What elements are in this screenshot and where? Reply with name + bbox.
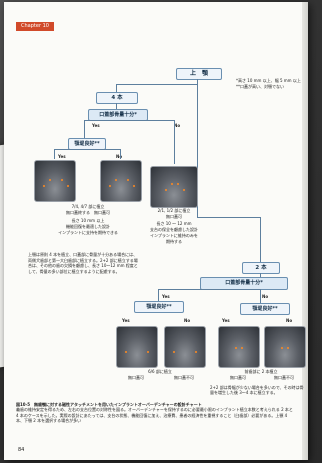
label-b-line: 長さ 10 ～ 12 mm <box>156 221 192 226</box>
count-2-node: 2 本 <box>242 262 280 274</box>
count-4-node: 4 本 <box>96 92 138 104</box>
figure-caption: 図10-5 無歯顎に対する磁性アタッチメントを用いたインプラントオーバーデンチャ… <box>16 402 294 424</box>
ridge-question-node-r1: 顎堤良好** <box>134 301 184 313</box>
label-a-line: インプラントに支持を期待できる <box>58 230 118 235</box>
connector <box>116 84 198 85</box>
yes-label: Yes <box>92 123 100 128</box>
connector <box>84 120 85 138</box>
no-label: No <box>286 318 293 323</box>
label-b-line: 支台の保全を顧慮した設計 <box>150 227 198 232</box>
xray-image-a1 <box>34 160 76 202</box>
label-d-title: 前歯部に 2 本植立 <box>244 369 278 374</box>
yes-label: Yes <box>162 294 170 299</box>
xray-image-a2 <box>100 160 142 202</box>
label-d-right: 無口蓋不可 <box>274 375 294 380</box>
connector <box>197 217 260 218</box>
connector <box>174 120 175 164</box>
body-paragraph: 上顎は原則 4 本を植立、口蓋部に骨量が十分ある場合には、両側犬歯部と第一大臼歯… <box>28 252 138 274</box>
connector <box>260 217 261 263</box>
label-c-left: 無口蓋可 <box>128 375 144 380</box>
no-label: No <box>174 123 181 128</box>
label-a-line: 長さ 10 mm 以上 <box>71 218 105 223</box>
label-c-right: 無口蓋不可 <box>174 375 194 380</box>
xray-image-d2 <box>264 326 306 368</box>
right-footnote: 2+2 部は骨幅が少ない場合を多いので、その時は骨量を増生した後 3～4 本に植… <box>210 385 304 396</box>
xray-image-c2 <box>164 326 206 368</box>
label-a-line: 機能回復を最適した設計 <box>66 224 110 229</box>
label-a-title: 7/4, 4/7 部に植立 <box>71 204 105 209</box>
connector <box>158 289 260 290</box>
document-page: Chapter 10 *高さ 10 mm 以上、幅 5 mm 以上 **口蓋が高… <box>4 2 308 460</box>
label-c-title: 6/6 部に植立 <box>148 369 172 374</box>
connector <box>120 149 121 159</box>
caption-body: 義歯の維持安定を得るため、左右の支台位置の対称性を図る。オーバーデンチャーを保持… <box>16 407 293 424</box>
caption-title: 図10-5 無歯顎に対する磁性アタッチメントを用いたインプラントオーバーデンチャ… <box>16 402 202 407</box>
yes-label: Yes <box>58 154 66 159</box>
xray-image-d1 <box>218 326 260 368</box>
connector <box>116 84 117 92</box>
connector <box>260 289 261 303</box>
label-b-title: 2/1, 1/2 部に植立 <box>157 208 191 213</box>
no-label: No <box>262 294 269 299</box>
page-number: 84 <box>18 447 25 453</box>
label-a-sub: 無口蓋終する 無口蓋可 <box>66 210 110 215</box>
no-label: No <box>184 318 191 323</box>
label-b-line: 無口蓋可 <box>166 214 182 219</box>
connector <box>54 149 120 150</box>
xray-image-b <box>150 166 198 208</box>
note-2: **口蓋が高い、対顎でない <box>236 84 284 89</box>
flow-top-node: 上 顎 <box>176 68 222 80</box>
connector <box>84 120 174 121</box>
connector <box>116 103 117 109</box>
no-label: No <box>116 154 122 159</box>
label-b-line: 期待する <box>166 239 182 244</box>
connector <box>260 273 261 277</box>
yes-label: Yes <box>122 318 130 323</box>
xray-image-c1 <box>116 326 158 368</box>
page-edge <box>302 2 308 460</box>
yes-label: Yes <box>222 318 230 323</box>
chapter-tab: Chapter 10 <box>16 22 54 31</box>
connector <box>158 289 159 301</box>
ridge-question-node-r2: 顎堤良好** <box>240 303 290 315</box>
connector <box>54 149 55 159</box>
label-d-left: 無口蓋可 <box>230 375 246 380</box>
connector <box>197 79 198 217</box>
note-1: *高さ 10 mm 以上、幅 5 mm 以上 <box>236 78 301 83</box>
label-b-line: インプラントに維持のみを <box>150 233 198 238</box>
